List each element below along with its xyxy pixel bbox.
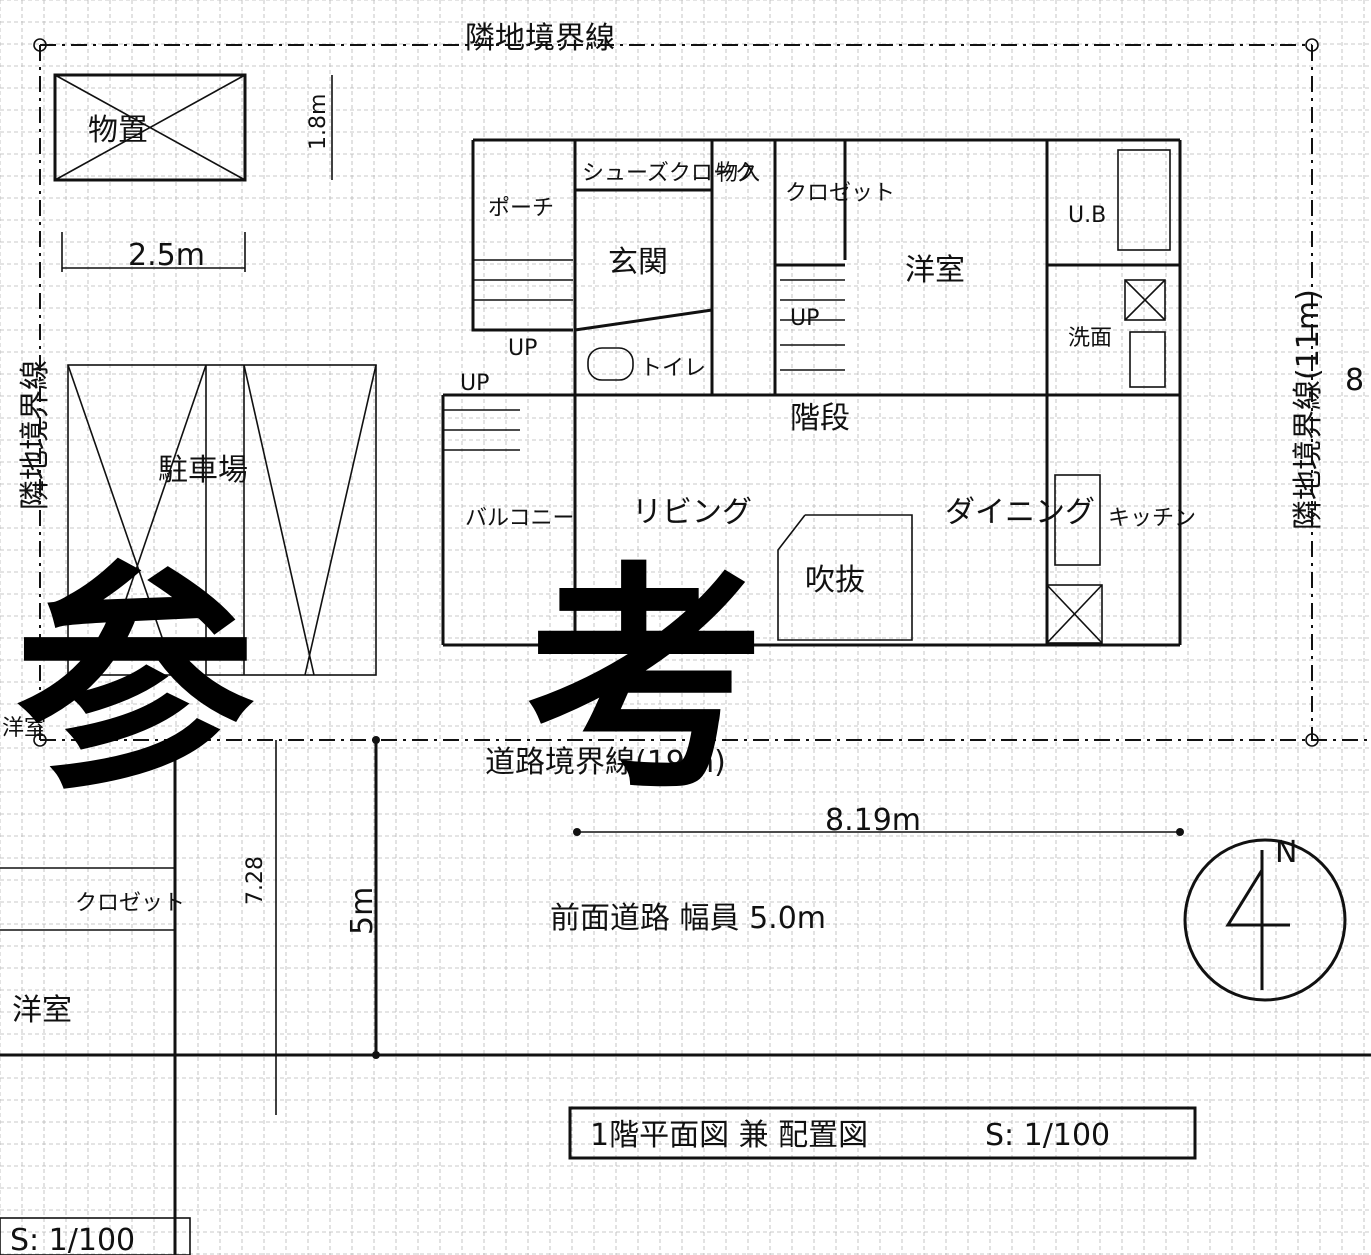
room-balcony: バルコニー xyxy=(465,506,575,531)
dim-house-width: 8.19m xyxy=(825,803,921,838)
right-edge-fragment: 8 xyxy=(1345,363,1364,398)
room-entrance: 玄関 xyxy=(608,245,668,280)
watermark-char-1: 参 xyxy=(15,542,255,822)
room-washroom: 洗面 xyxy=(1068,326,1112,351)
room-toilet: トイレ xyxy=(640,356,706,381)
room-left-western-1: 洋室 xyxy=(2,716,46,741)
dimension-lines xyxy=(372,736,1184,1059)
lower-left-rooms xyxy=(0,740,378,1255)
left-scale-fragment: S: 1/100 xyxy=(10,1223,135,1255)
room-porch: ポーチ xyxy=(488,196,554,221)
room-closet-store: 物入 xyxy=(716,161,760,186)
watermark-char-2: 考 xyxy=(525,542,765,822)
room-left-western-2: 洋室 xyxy=(12,993,72,1028)
house-walls xyxy=(441,138,1182,647)
title-block-text: 1階平面図 兼 配置図 xyxy=(590,1118,868,1153)
room-parking: 駐車場 xyxy=(158,453,248,488)
north-label: N xyxy=(1275,835,1297,870)
site-boundary-right-label: 隣地境界線(11m) xyxy=(1291,289,1326,530)
parking-space xyxy=(67,364,377,676)
room-storage: 物置 xyxy=(88,113,148,148)
room-closet: クロゼット xyxy=(785,181,895,206)
dim-setback: 5m xyxy=(345,887,380,935)
stair-up-2: UP xyxy=(460,371,489,396)
room-dining: ダイニング xyxy=(945,495,1095,530)
stair-up-3: UP xyxy=(790,306,819,331)
storage-shed xyxy=(53,73,333,272)
site-boundary-lines xyxy=(0,38,1371,1057)
title-scale: S: 1/100 xyxy=(985,1118,1110,1153)
room-stairs: 階段 xyxy=(790,401,850,436)
room-western: 洋室 xyxy=(905,253,965,288)
dim-storage-width: 2.5m xyxy=(128,238,205,273)
stair-up-1: UP xyxy=(508,336,537,361)
north-arrow xyxy=(1183,838,1347,1002)
room-bath: U.B xyxy=(1068,203,1106,228)
room-atrium: 吹抜 xyxy=(805,563,865,598)
title-block-frame xyxy=(568,1106,1197,1160)
road-boundary-label: 道路境界線(19m) xyxy=(485,745,726,780)
room-left-closet: クロゼット xyxy=(75,891,185,916)
room-kitchen: キッチン xyxy=(1108,506,1196,531)
site-boundary-left-label: 隣地境界線 xyxy=(18,360,53,510)
dim-storage-height: 1.8m xyxy=(306,94,331,150)
dim-left: 7.28 xyxy=(243,856,268,905)
site-boundary-top-label: 隣地境界線 xyxy=(465,21,615,56)
stair-treads xyxy=(443,259,845,431)
road-note: 前面道路 幅員 5.0m xyxy=(550,901,826,936)
room-living: リビング xyxy=(632,495,752,530)
room-shoe-closet: シューズクローク xyxy=(582,161,757,186)
